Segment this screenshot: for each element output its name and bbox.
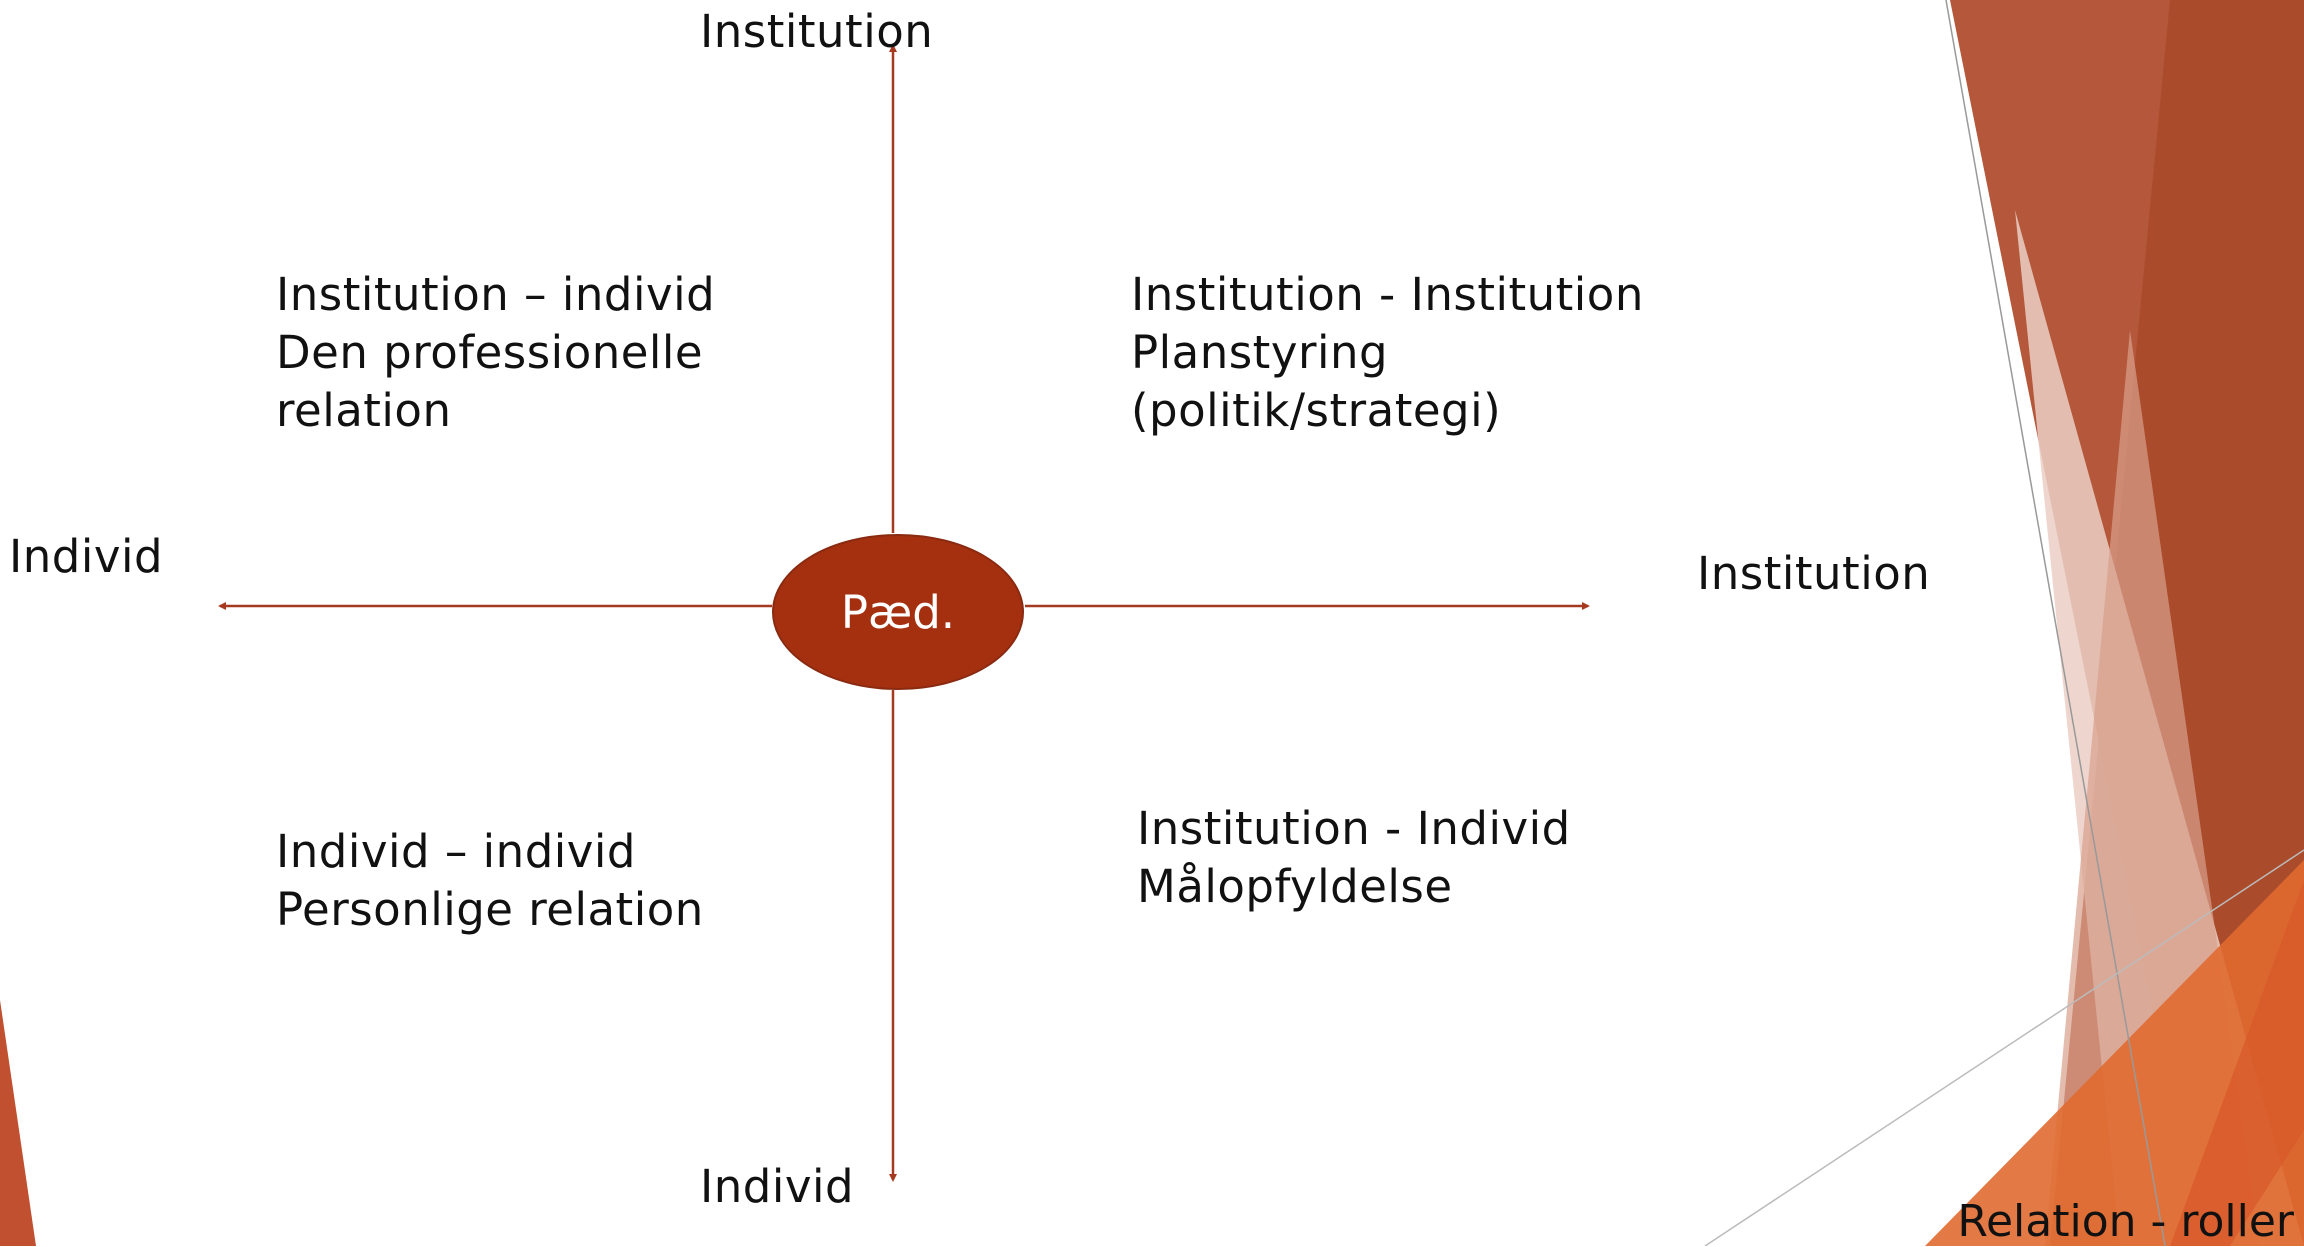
deco-shape-orange-2 [2170,880,2304,1246]
quadrant-bottom-left: Individ – individ Personlige relation [276,823,704,939]
axis-label-right: Institution [1697,547,1931,600]
center-ellipse [772,534,1024,690]
quadrant-top-left: Institution – individ Den professionelle… [276,266,715,440]
quadrant-bottom-right: Institution - Individ Målopfyldelse [1137,800,1571,916]
quadrant-top-right: Institution - Institution Planstyring (p… [1131,266,1644,440]
axis-label-top: Institution [700,5,934,58]
quadrant-text-line: Planstyring [1131,326,1389,379]
quadrant-text-line: Den professionelle [276,326,704,379]
center-label: Pæd. [840,586,956,639]
quadrant-text-line: Individ – individ [276,825,636,878]
deco-line-2 [1704,849,2304,1246]
axis-label-bottom: Individ [700,1160,855,1213]
deco-line-1 [1945,0,2166,1246]
left-decoration [0,1000,36,1246]
quadrant-text-line: Personlige relation [276,883,704,936]
axis-label-left: Individ [9,530,164,583]
quadrant-text-line: Institution – individ [276,268,716,321]
quadrant-text-line: (politik/strategi) [1131,384,1502,437]
quadrant-text-line: Institution - Individ [1137,802,1571,855]
axes [218,44,1590,1182]
quadrant-text-line: Institution - Institution [1131,268,1644,321]
slide-footer: Relation - roller [1957,1196,2294,1247]
quadrant-text-line: Målopfyldelse [1137,860,1453,913]
right-decoration [1704,0,2304,1246]
quadrant-text-line: relation [276,384,452,437]
